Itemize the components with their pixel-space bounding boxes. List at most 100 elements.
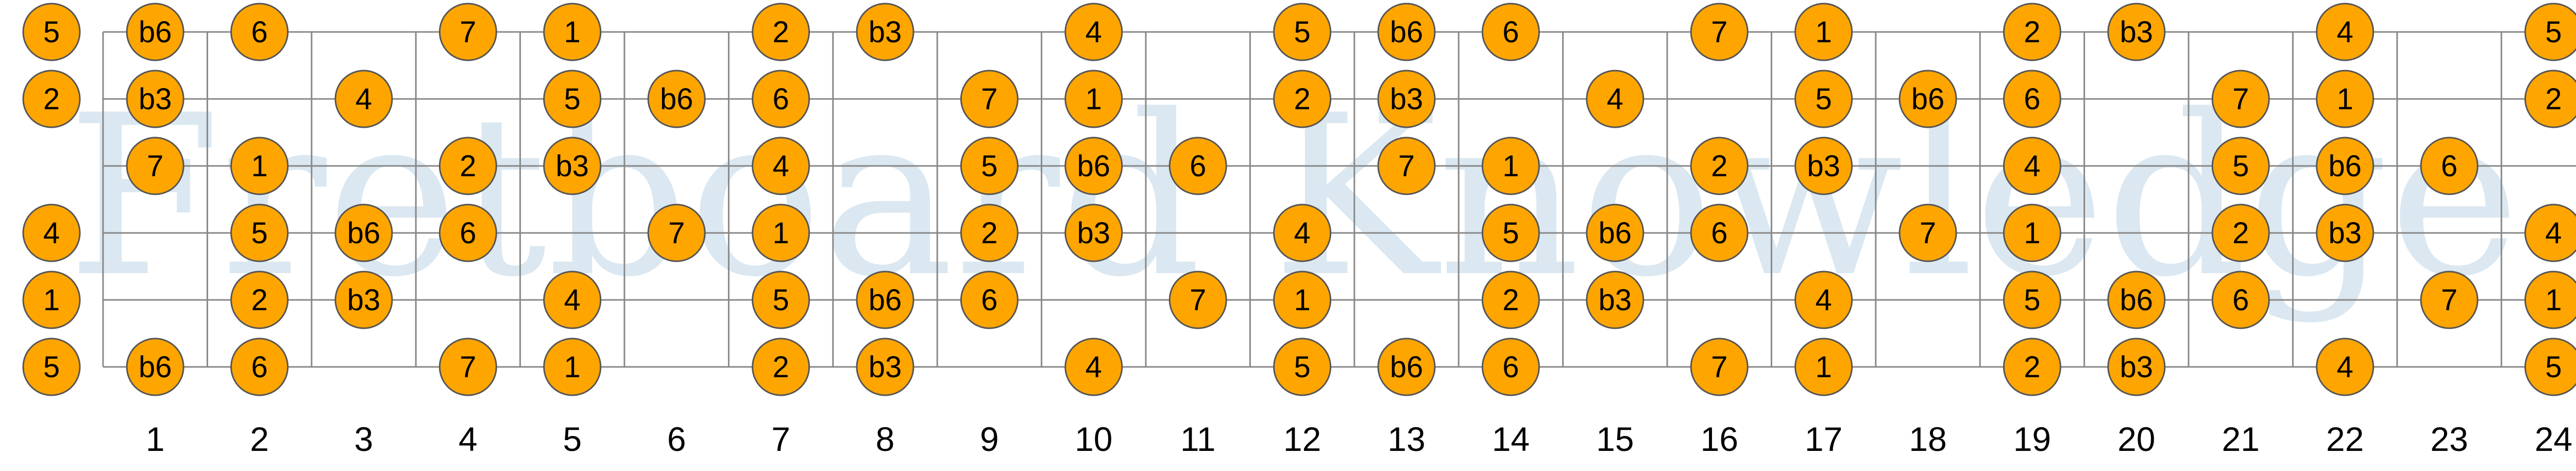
fret-number: 13 [1387, 420, 1425, 458]
note-circle [960, 70, 1019, 128]
note-circle [1481, 137, 1540, 195]
note-label: 6 [2024, 82, 2040, 116]
note-label: 1 [1815, 15, 1832, 49]
note-circle [2524, 271, 2576, 329]
note-circle [230, 137, 289, 195]
note-marker: 4 [543, 271, 602, 329]
note-label: b6 [139, 350, 172, 384]
note-marker: 4 [22, 204, 81, 262]
note-marker: 6 [2211, 271, 2270, 329]
note-circle [126, 3, 184, 61]
note-circle [1377, 338, 1436, 396]
note-label: 7 [1711, 350, 1727, 384]
note-circle [2003, 338, 2061, 396]
note-label: 5 [1294, 15, 1310, 49]
note-label: b3 [139, 82, 172, 116]
note-marker: 4 [1273, 204, 1332, 262]
note-circle [2211, 70, 2270, 128]
note-label: b6 [2328, 149, 2362, 183]
note-circle [543, 338, 602, 396]
note-label: 2 [772, 15, 789, 49]
note-marker: 5 [543, 70, 602, 128]
fret-number: 23 [2430, 420, 2468, 458]
note-label: 6 [251, 15, 267, 49]
note-label: 6 [2441, 149, 2458, 183]
note-label: 7 [460, 350, 476, 384]
note-circle [334, 204, 393, 262]
note-marker: 5 [2211, 137, 2270, 195]
note-circle [1794, 271, 1853, 329]
note-label: 1 [1294, 283, 1310, 317]
note-marker: 2 [2211, 204, 2270, 262]
note-circle [1377, 3, 1436, 61]
note-circle [543, 70, 602, 128]
note-marker: 7 [438, 3, 497, 61]
note-label: b6 [869, 283, 902, 317]
note-marker: 4 [1064, 3, 1123, 61]
note-marker: 1 [543, 338, 602, 396]
note-marker: 7 [1690, 3, 1749, 61]
note-marker: b6 [2316, 137, 2375, 195]
note-label: b6 [1911, 82, 1945, 116]
note-marker: 2 [22, 70, 81, 128]
note-circle [334, 70, 393, 128]
note-circle [2316, 3, 2375, 61]
note-circle [22, 338, 81, 396]
note-label: b3 [2120, 15, 2154, 49]
note-marker: b3 [1064, 204, 1123, 262]
note-marker: 4 [2524, 204, 2576, 262]
note-circle [438, 137, 497, 195]
note-label: 2 [1294, 82, 1310, 116]
note-label: 2 [43, 82, 60, 116]
fret-number: 16 [1700, 420, 1738, 458]
fret-number: 10 [1075, 420, 1112, 458]
note-marker: 6 [438, 204, 497, 262]
note-circle [126, 338, 184, 396]
note-marker: 4 [334, 70, 393, 128]
note-marker: 5 [2003, 271, 2061, 329]
note-marker: 2 [2524, 70, 2576, 128]
note-circle [1794, 70, 1853, 128]
fret-number: 18 [1909, 420, 1946, 458]
note-marker: 6 [752, 70, 810, 128]
note-marker: 5 [1273, 338, 1332, 396]
note-circle [1794, 137, 1853, 195]
note-marker: 2 [752, 338, 810, 396]
note-label: 7 [2441, 283, 2458, 317]
note-circle [960, 137, 1019, 195]
note-label: b3 [1599, 283, 1632, 317]
note-marker: b3 [1794, 137, 1853, 195]
fret-number: 15 [1596, 420, 1634, 458]
note-circle [1064, 137, 1123, 195]
note-label: 1 [2545, 283, 2562, 317]
note-label: b3 [1390, 82, 1423, 116]
note-circle [1273, 204, 1332, 262]
note-circle [856, 3, 914, 61]
note-marker: 1 [752, 204, 810, 262]
note-circle [1273, 338, 1332, 396]
note-circle [1377, 70, 1436, 128]
note-marker: 6 [230, 338, 289, 396]
note-label: b3 [2120, 350, 2154, 384]
fret-number: 20 [2117, 420, 2155, 458]
note-marker: b6 [1899, 70, 1957, 128]
note-circle [1690, 137, 1749, 195]
note-circle [1690, 3, 1749, 61]
fret-number: 24 [2535, 420, 2572, 458]
note-marker: 4 [2316, 3, 2375, 61]
note-label: 7 [981, 82, 997, 116]
note-label: 5 [564, 82, 581, 116]
note-marker: 5 [22, 3, 81, 61]
note-label: 6 [2232, 283, 2249, 317]
note-marker: 7 [438, 338, 497, 396]
note-marker: 7 [1377, 137, 1436, 195]
note-label: 2 [2024, 350, 2040, 384]
fret-number: 4 [459, 420, 478, 458]
note-label: 2 [2024, 15, 2040, 49]
note-marker: b6 [1377, 338, 1436, 396]
note-marker: b3 [1377, 70, 1436, 128]
note-marker: 1 [2524, 271, 2576, 329]
note-circle [2420, 137, 2479, 195]
note-circle [543, 137, 602, 195]
note-circle [752, 338, 810, 396]
